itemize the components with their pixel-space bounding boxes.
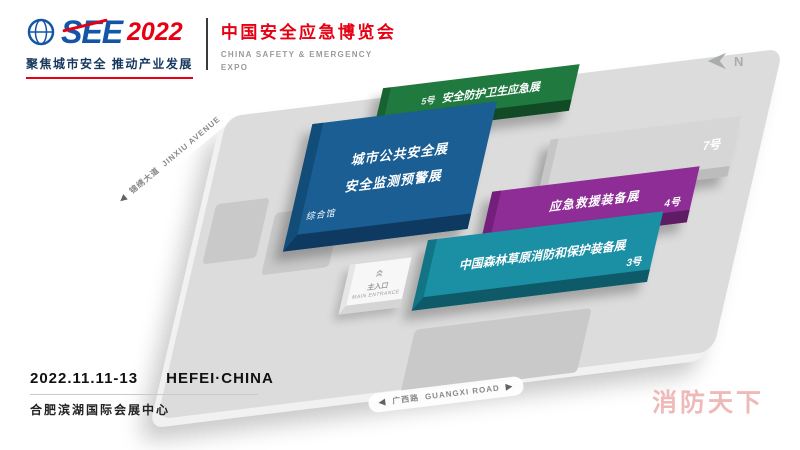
expo-title-en-line1: CHINA SAFETY & EMERGENCY (220, 50, 373, 59)
brand-tagline: 聚焦城市安全 推动产业发展 (26, 57, 193, 71)
header: SEE 2022 聚焦城市安全 推动产业发展 中国安全应急博览会 CHINA S… (26, 16, 396, 79)
accent-underline (26, 77, 193, 79)
road-arrow-left-icon: ◀ (377, 396, 387, 408)
globe-icon (27, 18, 55, 46)
hall-comprehensive: 城市公共安全展 安全监测预警展 综合馆 (282, 101, 498, 252)
road-arrow-left-icon: ◀ (116, 191, 130, 205)
brand-year: 2022 (127, 17, 183, 46)
road-jinxiu-en: JINXIU AVENUE (160, 114, 223, 169)
footer-date-city: 2022.11.11-13 HEFEI·CHINA (30, 370, 274, 387)
compass-n-label: N (734, 53, 744, 69)
footer-divider (30, 394, 258, 395)
north-arrow-icon (707, 52, 727, 70)
entrance-chevron-icon: « (372, 267, 390, 278)
hall-5-number: 5号 (420, 94, 437, 107)
watermark: 消防天下 (652, 389, 765, 417)
hall-7-number: 7号 (701, 136, 724, 153)
title-block: 中国安全应急博览会 CHINA SAFETY & EMERGENCY EXPO (221, 16, 397, 75)
event-city: HEFEI·CHINA (166, 370, 274, 387)
venue-name: 合肥滨湖国际会展中心 (30, 403, 171, 417)
footer: 2022.11.11-13 HEFEI·CHINA 合肥滨湖国际会展中心 (30, 370, 274, 418)
road-jinxiu-cn: 锦绣大道 (127, 165, 162, 196)
header-divider (205, 18, 208, 70)
hall-4-number: 4号 (662, 196, 684, 211)
brand-wordmark: SEE (61, 14, 123, 50)
expo-title-en-line2: EXPO (220, 62, 249, 72)
hall-comprehensive-label: 综合馆 (305, 207, 338, 222)
logo-row: SEE 2022 (26, 16, 193, 48)
logo-block: SEE 2022 聚焦城市安全 推动产业发展 (26, 16, 193, 79)
expo-title-en: CHINA SAFETY & EMERGENCY EXPO (221, 49, 397, 75)
compass: N (706, 50, 743, 72)
hall-3-number: 3号 (625, 256, 644, 270)
road-arrow-right-icon: ▶ (504, 380, 515, 392)
expo-title-cn: 中国安全应急博览会 (220, 23, 397, 42)
event-dates: 2022.11.11-13 (30, 370, 139, 387)
hall-4-name: 应急救援装备展 (548, 187, 643, 214)
road-guangxi-cn: 广西路 (391, 393, 420, 406)
hall-3-name: 中国森林草原消防和保护装备展 (458, 237, 629, 273)
road-guangxi-en: GUANGXI ROAD (424, 383, 501, 402)
